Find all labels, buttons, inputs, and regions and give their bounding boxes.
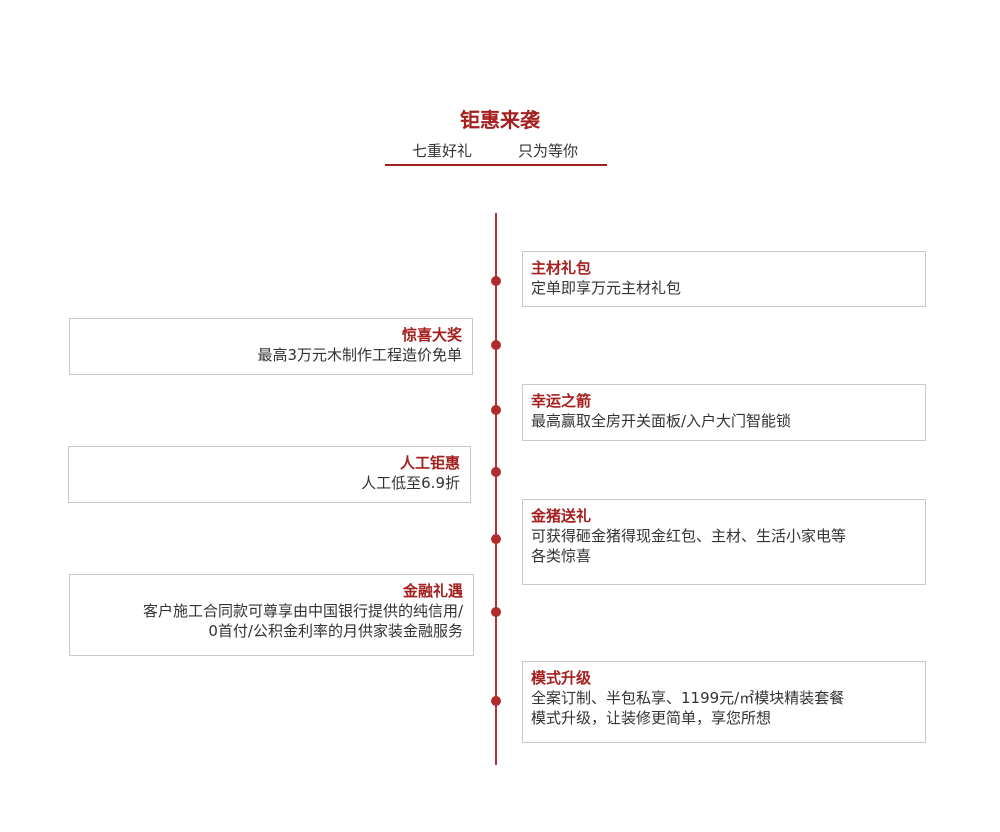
subtitle-right: 只为等你: [518, 142, 579, 160]
timeline-dot: [491, 607, 501, 617]
card-desc: 最高赢取全房开关面板/入户大门智能锁: [531, 412, 792, 430]
timeline-card: 金猪送礼 可获得砸金猪得现金红包、主材、生活小家电等 各类惊喜: [522, 499, 926, 585]
card-desc: 全案订制、半包私享、1199元/㎡模块精装套餐 模式升级，让装修更简单，享您所想: [531, 689, 845, 727]
card-desc: 可获得砸金猪得现金红包、主材、生活小家电等 各类惊喜: [531, 527, 847, 565]
timeline-card: 金融礼遇 客户施工合同款可尊享由中国银行提供的纯信用/ 0首付/公积金利率的月供…: [69, 574, 474, 656]
timeline-dot: [491, 340, 501, 350]
timeline-dot: [491, 534, 501, 544]
timeline-dot: [491, 276, 501, 286]
card-desc: 定单即享万元主材礼包: [531, 279, 682, 297]
timeline-dot: [491, 405, 501, 415]
timeline-card: 惊喜大奖 最高3万元木制作工程造价免单: [69, 318, 473, 375]
timeline-card: 模式升级 全案订制、半包私享、1199元/㎡模块精装套餐 模式升级，让装修更简单…: [522, 661, 926, 743]
card-title: 金融礼遇: [402, 582, 463, 600]
timeline-dot: [491, 696, 501, 706]
card-title: 人工钜惠: [399, 454, 460, 472]
timeline-card: 人工钜惠 人工低至6.9折: [68, 446, 471, 503]
card-desc: 人工低至6.9折: [361, 474, 460, 492]
card-title: 惊喜大奖: [401, 326, 462, 344]
card-desc: 最高3万元木制作工程造价免单: [257, 346, 462, 364]
timeline-card: 幸运之箭 最高赢取全房开关面板/入户大门智能锁: [522, 384, 926, 441]
page-title: 钜惠来袭: [460, 108, 540, 132]
card-title: 模式升级: [531, 669, 592, 687]
card-title: 主材礼包: [531, 259, 592, 277]
timeline-dot: [491, 467, 501, 477]
card-title: 金猪送礼: [531, 507, 592, 525]
title-underline: [385, 164, 607, 166]
card-desc: 客户施工合同款可尊享由中国银行提供的纯信用/ 0首付/公积金利率的月供家装金融服…: [142, 602, 463, 640]
subtitle-left: 七重好礼: [412, 142, 473, 160]
timeline-card: 主材礼包 定单即享万元主材礼包: [522, 251, 926, 307]
timeline-line: [495, 213, 497, 765]
card-title: 幸运之箭: [531, 392, 592, 410]
